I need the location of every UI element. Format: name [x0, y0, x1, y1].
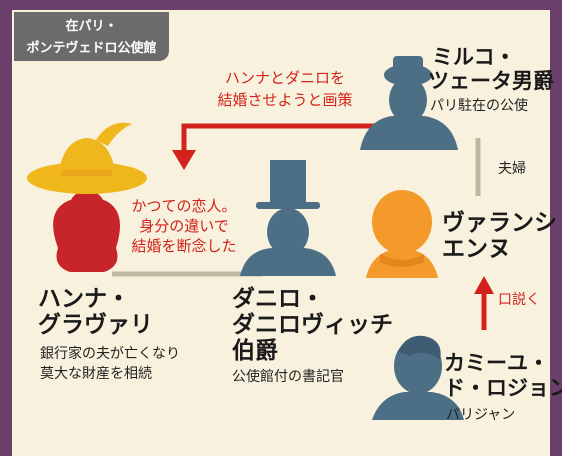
past-label-line-3: 結婚を断念した — [131, 237, 237, 255]
danilo-name-line-2: ダニロヴィッチ — [232, 312, 393, 338]
married-label: 夫婦 — [498, 161, 526, 177]
past-label-line-1: かつての恋人。 — [131, 197, 237, 215]
past-label-line-2: 身分の違いで — [139, 217, 229, 235]
danilo-silhouette-icon — [240, 160, 336, 276]
camille-silhouette-icon — [372, 335, 464, 420]
danilo-description: 公使館付の書記官 — [232, 369, 344, 385]
location-line-2: ポンテヴェドロ公使館 — [26, 41, 157, 56]
woo-label: 口説く — [498, 292, 540, 308]
hanna-description-line-1: 銀行家の夫が亡くなり — [40, 346, 180, 362]
hanna-silhouette-icon — [27, 122, 147, 272]
frame-right — [550, 0, 562, 456]
camille-description: パリジャン — [446, 407, 516, 423]
mirko-description: パリ駐在の公使 — [430, 98, 528, 114]
mirko-silhouette-icon — [360, 56, 458, 150]
mirko-name-line-2: ツェータ男爵 — [428, 69, 554, 93]
valencienne-name-line-2: エンヌ — [442, 236, 511, 262]
scheme-arrow-line — [181, 123, 376, 152]
location-line-1: 在パリ・ — [65, 19, 118, 34]
woo-arrowhead — [474, 276, 494, 294]
frame-top — [0, 0, 562, 10]
valencienne-name-line-1: ヴァランシ — [442, 210, 557, 236]
scheme-arrowhead — [172, 150, 196, 170]
scheme-label-line-1: ハンナとダニロを — [224, 69, 345, 87]
camille-name-line-2: ド・ロジョン — [444, 376, 562, 400]
danilo-name-line-1: ダニロ・ — [232, 286, 324, 312]
frame-left — [0, 0, 12, 456]
camille-name-line-1: カミーユ・ — [444, 351, 549, 375]
mirko-name-line-1: ミルコ・ — [432, 45, 516, 69]
scheme-label-line-2: 結婚させようと画策 — [217, 91, 353, 109]
location-header: 在パリ・ ポンテヴェドロ公使館 — [14, 12, 169, 61]
hanna-name-line-1: ハンナ・ — [38, 286, 130, 312]
danilo-name-line-3: 伯爵 — [232, 338, 278, 364]
hanna-description-line-2: 莫大な財産を相続 — [40, 366, 152, 382]
valencienne-silhouette-icon — [366, 190, 438, 278]
hanna-name-line-2: グラヴァリ — [38, 312, 153, 338]
